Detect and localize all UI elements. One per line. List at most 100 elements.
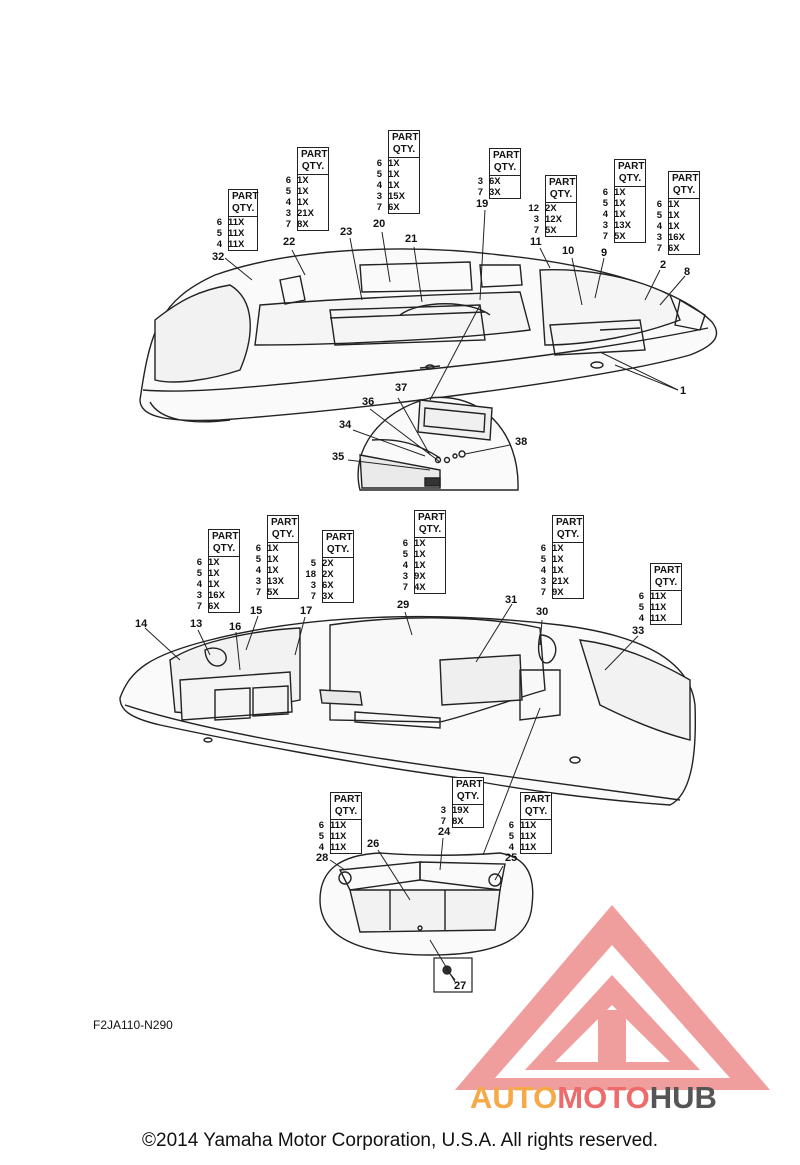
part-num: 3 bbox=[656, 232, 662, 243]
qty: 11X bbox=[330, 831, 347, 842]
part-num: 3 bbox=[285, 208, 291, 219]
qty: 5X bbox=[614, 231, 626, 242]
part-num: 7 bbox=[602, 231, 608, 242]
part-num: 3 bbox=[440, 805, 446, 816]
qty: 3X bbox=[322, 591, 334, 602]
callout-33: 33 bbox=[632, 625, 645, 637]
qty: 4X bbox=[414, 582, 426, 593]
part-num: 7 bbox=[533, 225, 539, 236]
part-num: 4 bbox=[402, 560, 408, 571]
qty: 21X bbox=[297, 208, 314, 219]
qty: 1X bbox=[267, 554, 279, 565]
qty: 11X bbox=[330, 820, 347, 831]
part-num: 7 bbox=[310, 591, 316, 602]
qty: 1X bbox=[668, 199, 680, 210]
leader-lines bbox=[144, 209, 686, 983]
callout-31: 31 bbox=[505, 594, 518, 606]
part-num: 5 bbox=[602, 198, 608, 209]
part-num: 4 bbox=[656, 221, 662, 232]
qty: 11X bbox=[650, 591, 667, 602]
qty: 9X bbox=[414, 571, 426, 582]
callout-11: 11 bbox=[530, 236, 542, 248]
part-num: 6 bbox=[402, 538, 408, 549]
part-num: 5 bbox=[402, 549, 408, 560]
callout-29: 29 bbox=[397, 599, 410, 611]
part-num: 3 bbox=[376, 191, 382, 202]
part-num: 7 bbox=[402, 582, 408, 593]
part-num: 18 bbox=[305, 569, 316, 580]
qty: 8X bbox=[452, 816, 464, 827]
part-num: 6 bbox=[540, 543, 546, 554]
callout-2: 2 bbox=[660, 259, 667, 271]
part-num: 7 bbox=[255, 587, 261, 598]
callout-1: 1 bbox=[680, 385, 687, 397]
qty: 11X bbox=[650, 613, 667, 624]
part-num: 3 bbox=[310, 580, 316, 591]
part-num: 5 bbox=[376, 169, 382, 180]
qty: 6X bbox=[489, 176, 501, 187]
part-27-box bbox=[433, 957, 473, 993]
part-num: 6 bbox=[255, 543, 261, 554]
part-num: 6 bbox=[602, 187, 608, 198]
qty: 5X bbox=[267, 587, 279, 598]
qty: 12X bbox=[545, 214, 562, 225]
qty: 1X bbox=[297, 175, 309, 186]
part-num: 7 bbox=[196, 601, 202, 612]
qty: 1X bbox=[552, 565, 564, 576]
qty: 1X bbox=[297, 197, 309, 208]
qty: 1X bbox=[614, 198, 626, 209]
part-num: 6 bbox=[376, 158, 382, 169]
qty: 9X bbox=[552, 587, 564, 598]
part-num: 7 bbox=[540, 587, 546, 598]
callout-35: 35 bbox=[332, 451, 345, 463]
qty: 1X bbox=[297, 186, 309, 197]
qty: 13X bbox=[267, 576, 284, 587]
part-num: 7 bbox=[477, 187, 483, 198]
logo-text-moto: MOTO bbox=[557, 1080, 650, 1115]
part-num: 5 bbox=[285, 186, 291, 197]
qty: 2X bbox=[322, 569, 334, 580]
qty: 1X bbox=[668, 221, 680, 232]
qty: 2X bbox=[545, 203, 557, 214]
callout-9: 9 bbox=[601, 247, 608, 259]
part-num: 5 bbox=[255, 554, 261, 565]
qty: 1X bbox=[614, 187, 626, 198]
part-num: 3 bbox=[402, 571, 408, 582]
part-num: 3 bbox=[602, 220, 608, 231]
logo-text: AUTOMOTOHUB bbox=[470, 1080, 717, 1116]
qty: 11X bbox=[650, 602, 667, 613]
callout-34: 34 bbox=[339, 419, 352, 431]
qty: 11X bbox=[228, 239, 245, 250]
qty: 1X bbox=[388, 169, 400, 180]
qty: 5X bbox=[545, 225, 557, 236]
part-num: 3 bbox=[255, 576, 261, 587]
part-num: 12 bbox=[528, 203, 539, 214]
qty: 11X bbox=[330, 842, 347, 853]
callout-19: 19 bbox=[476, 198, 489, 210]
logo-text-hub: HUB bbox=[649, 1080, 717, 1115]
qty: 1X bbox=[208, 579, 220, 590]
part-num: 4 bbox=[216, 239, 222, 250]
qty: 11X bbox=[520, 842, 537, 853]
part-num: 6 bbox=[196, 557, 202, 568]
part-num: 7 bbox=[440, 816, 446, 827]
part-num: 4 bbox=[508, 842, 514, 853]
qty: 1X bbox=[388, 180, 400, 191]
part-num: 5 bbox=[310, 558, 316, 569]
part-num: 4 bbox=[602, 209, 608, 220]
callout-16: 16 bbox=[229, 621, 242, 633]
tray-inset-drawing bbox=[319, 852, 534, 956]
qty: 21X bbox=[552, 576, 569, 587]
part-num: 4 bbox=[285, 197, 291, 208]
